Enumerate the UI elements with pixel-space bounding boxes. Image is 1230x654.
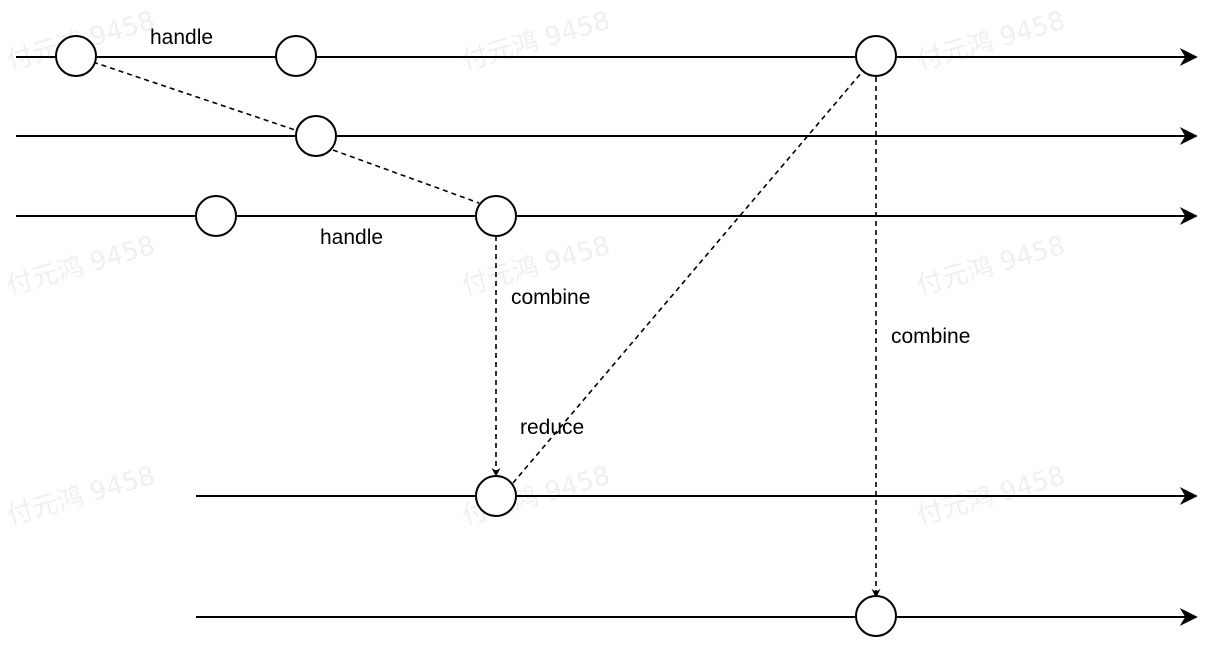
node-circle bbox=[195, 195, 237, 237]
node-circle bbox=[55, 35, 97, 77]
label-handle-middle: handle bbox=[320, 226, 383, 249]
watermark-text: 付元鸿 9458 bbox=[4, 231, 159, 302]
connector-a-to-b bbox=[92, 61, 299, 132]
watermark-text: 付元鸿 9458 bbox=[914, 6, 1069, 77]
node-circle bbox=[275, 35, 317, 77]
node-circle bbox=[475, 475, 517, 517]
node-circle bbox=[855, 595, 897, 637]
timeline-layer bbox=[16, 48, 1198, 626]
label-handle-top: handle bbox=[150, 26, 213, 49]
label-layer: handle handle combine reduce combine bbox=[150, 26, 970, 439]
node-circle bbox=[475, 195, 517, 237]
node-layer bbox=[55, 35, 897, 637]
watermark-layer: 付元鸿 9458 付元鸿 9458 付元鸿 9458 付元鸿 9458 付元鸿 … bbox=[4, 6, 1069, 532]
label-combine-right: combine bbox=[891, 325, 970, 348]
connector-layer bbox=[92, 61, 881, 598]
watermark-text: 付元鸿 9458 bbox=[914, 231, 1069, 302]
watermark-text: 付元鸿 9458 bbox=[459, 6, 614, 77]
node-circle bbox=[295, 115, 337, 157]
label-combine-left: combine bbox=[511, 286, 590, 309]
connector-b-to-c bbox=[332, 149, 480, 204]
node-circle bbox=[855, 35, 897, 77]
watermark-text: 付元鸿 9458 bbox=[4, 461, 159, 532]
label-reduce: reduce bbox=[520, 416, 584, 439]
